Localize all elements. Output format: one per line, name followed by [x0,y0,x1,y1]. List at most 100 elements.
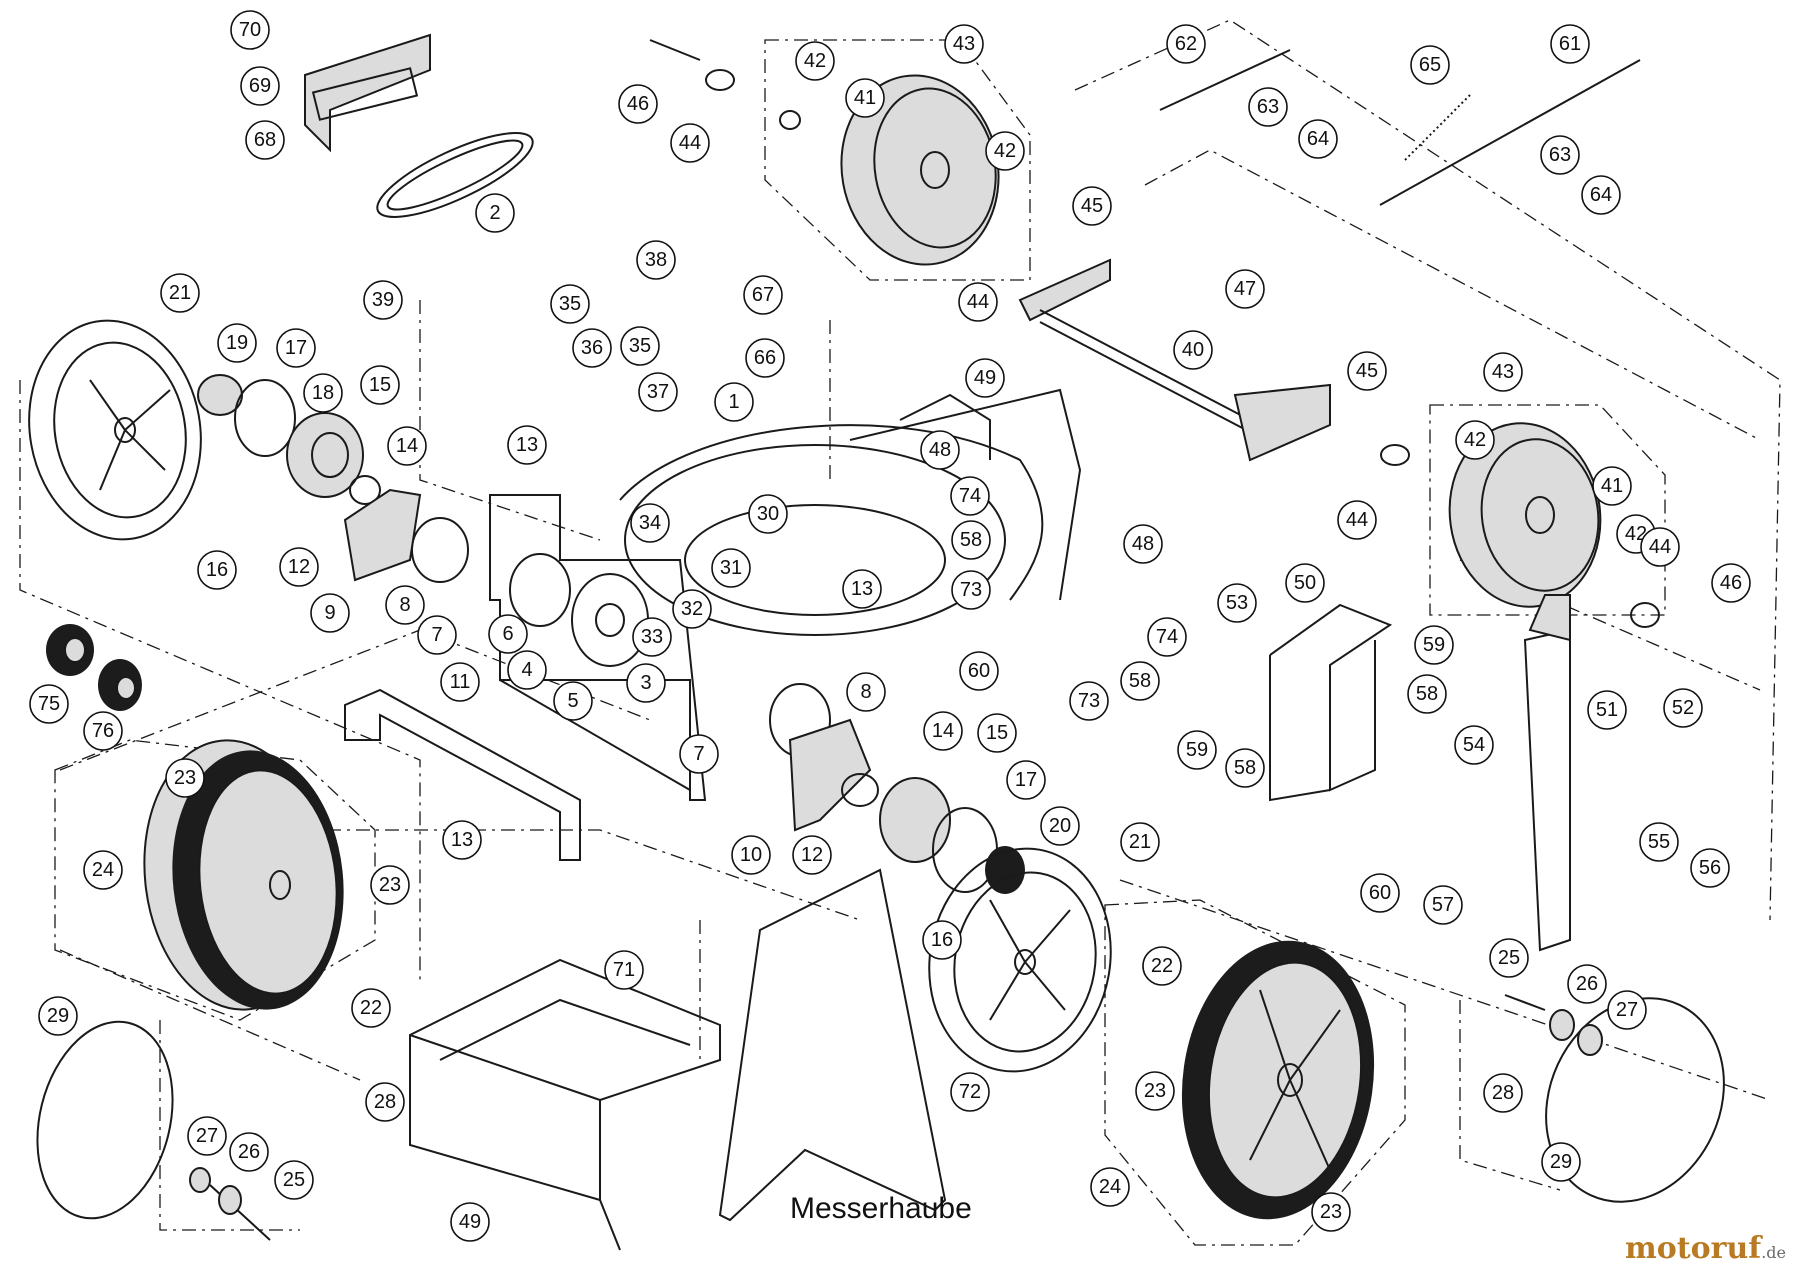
hub-caps-29 [36,997,1725,1220]
callout-circle [303,373,343,413]
callout-number: 71 [613,959,635,981]
callout-circle [958,282,998,322]
callout-number: 38 [645,249,667,271]
height-adjust-arms [1159,49,1641,206]
callout-49: 49 [450,1202,490,1242]
callout-68: 68 [245,120,285,160]
callout-44: 44 [958,282,998,322]
callout-circle [370,865,410,905]
callout-circle [279,547,319,587]
callout-circle [1225,269,1265,309]
callout-circle [1607,990,1647,1030]
callout-circle [604,950,644,990]
callout-circle [488,614,528,654]
callout-number: 36 [581,337,603,359]
callout-number: 24 [1099,1176,1121,1198]
wheel-43-right [1380,404,1666,628]
callout-circle [922,920,962,960]
callout-42: 42 [985,131,1025,171]
callout-number: 39 [372,289,394,311]
callout-circle [1120,661,1160,701]
callout-69: 69 [240,66,280,106]
callout-8: 8 [846,672,886,712]
callout-number: 22 [1151,955,1173,977]
callout-74: 74 [950,476,990,516]
callout-number: 15 [369,374,391,396]
callout-number: 27 [1616,999,1638,1021]
callout-circle [360,365,400,405]
callout-17: 17 [1006,760,1046,800]
callout-number: 15 [986,722,1008,744]
callout-number: 14 [396,435,418,457]
callout-number: 5 [567,690,578,712]
callout-number: 73 [960,579,982,601]
callout-circle [745,338,785,378]
callout-14: 14 [923,711,963,751]
callout-number: 20 [1049,815,1071,837]
callout-47: 47 [1225,269,1265,309]
callout-23: 23 [1135,1071,1175,1111]
callout-65: 65 [1410,45,1450,85]
callout-48: 48 [1123,524,1163,564]
callout-62: 62 [1166,24,1206,64]
callout-number: 49 [974,367,996,389]
callout-42: 42 [1455,420,1495,460]
diagram-caption: Messerhaube [790,1192,972,1225]
callout-43: 43 [944,24,984,64]
callout-circle [197,550,237,590]
callout-27: 27 [187,1116,227,1156]
callout-75: 75 [29,684,69,724]
callout-67: 67 [743,275,783,315]
callout-circle [417,615,457,655]
callout-number: 75 [38,693,60,715]
callout-number: 60 [968,660,990,682]
callout-29: 29 [38,996,78,1036]
callout-number: 16 [206,559,228,581]
callout-circle [1489,938,1529,978]
brand-tld: .de [1761,1243,1786,1262]
callout-circle [1142,946,1182,986]
callout-number: 10 [740,844,762,866]
callout-circle [1177,730,1217,770]
callout-23: 23 [165,758,205,798]
callout-21: 21 [1120,822,1160,862]
callout-number: 9 [324,602,335,624]
callout-58: 58 [1407,674,1447,714]
callout-19: 19 [217,323,257,363]
drive-pulley-21-right [928,847,1112,1073]
callout-number: 28 [374,1091,396,1113]
callout-number: 41 [854,87,876,109]
callout-20: 20 [1040,806,1080,846]
callout-number: 17 [285,337,307,359]
callout-40: 40 [1173,330,1213,370]
callout-46: 46 [1711,563,1751,603]
callout-16: 16 [922,920,962,960]
callout-56: 56 [1690,848,1730,888]
callout-circle [240,66,280,106]
callout-circle [276,328,316,368]
callout-13: 13 [842,569,882,609]
callout-39: 39 [363,280,403,320]
callout-number: 76 [92,720,114,742]
callout-number: 44 [1649,536,1671,558]
drive-pulley-21-left [28,319,202,541]
callout-54: 54 [1454,725,1494,765]
callout-44: 44 [670,123,710,163]
callout-circle [1069,681,1109,721]
callout-circle [365,1082,405,1122]
callout-number: 24 [92,859,114,881]
callout-number: 44 [679,132,701,154]
callout-circle [245,120,285,160]
callout-42: 42 [795,41,835,81]
callout-number: 7 [431,624,442,646]
callout-43: 43 [1483,352,1523,392]
callout-circle [626,663,666,703]
callout-number: 57 [1432,894,1454,916]
callout-number: 13 [516,434,538,456]
callout-number: 59 [1186,739,1208,761]
callout-circle [977,713,1017,753]
callout-number: 42 [994,140,1016,162]
rear-axle-40 [1018,258,1331,462]
callout-number: 42 [804,50,826,72]
